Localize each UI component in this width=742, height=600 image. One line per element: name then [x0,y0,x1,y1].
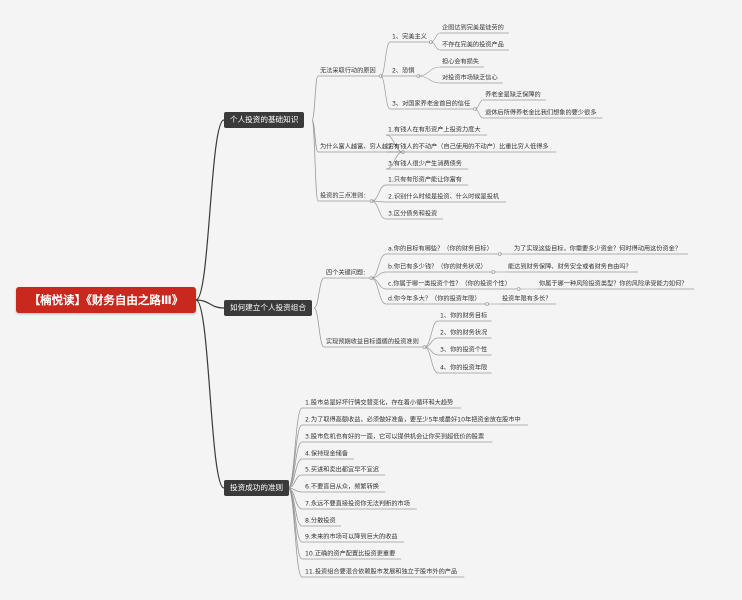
connector-line [371,184,387,202]
rule-item[interactable]: 9.未来的市场可以降到巨大的收益 [305,533,398,541]
leaf-item[interactable]: 担心会有损失 [442,58,480,66]
connector-line [311,75,319,121]
rule-item[interactable]: 11.投资组合要混合依赖股市发展和独立于股市外的产品 [305,568,458,576]
leaf-item[interactable]: 为了实现这些目标，你需要多少资金？何时得动用这份资金？ [514,245,682,253]
branch-topic-2[interactable]: 投资成功的准则 [224,480,290,496]
connector-line [424,320,439,348]
subtopic[interactable]: 为什么富人越富、穷人越穷? [320,143,398,151]
leaf-item[interactable]: 3.区分债务和投资 [388,210,438,218]
rule-item[interactable]: 6.不要盲目从众，频繁转换 [305,483,379,491]
connector-line [311,119,319,153]
branch-topic-0[interactable]: 个人投资的基础知识 [224,112,305,128]
connector-line [195,299,225,309]
connector-line [474,108,484,119]
leaf-item[interactable]: 养老金是缺乏保障的 [485,91,541,99]
subtopic-item[interactable]: 2、恐惧 [392,67,415,75]
subtopic-item[interactable]: 4、你的投资年限 [440,364,488,372]
rule-item[interactable]: 7.永远不要直接投资你无法判断的市场 [305,500,410,508]
leaf-item[interactable]: 不存在完美的投资产品 [442,41,504,49]
connector-line [287,474,303,489]
subtopic-item[interactable]: 2、你的财务状况 [440,329,488,337]
leaf-item[interactable]: 你属于哪一种风险投资类型？你的风险承受能力如何？ [539,280,688,288]
subtopic-item[interactable]: 3、对国家养老金首目的信任 [392,100,471,108]
leaf-item[interactable]: 1.有钱人在有形资产上投资力度大 [388,126,481,134]
connector-line [311,119,319,202]
subtopic-item[interactable]: b.你已有多少钱？（你的财务状况） [388,263,487,271]
connector-line [385,151,404,170]
leaf-item[interactable]: 2.识别什么时候是投资、什么时候是投机 [388,193,500,201]
connector-line [371,271,387,279]
connector-line [371,277,387,305]
leaf-item[interactable]: 对投资市场缺乏信心 [442,74,498,82]
connector-line [430,32,441,43]
rule-item[interactable]: 8.分散投资 [305,517,336,525]
subtopic-item[interactable]: 3、你的投资个性 [440,346,488,354]
subtopic-item[interactable]: 1、完美主义 [392,33,427,41]
subtopic[interactable]: 投资的三点准则: [320,192,366,200]
connector-line [287,424,303,489]
subtopic-item[interactable]: c.你属于哪一类投资个性？（你的投资个性） [388,280,511,288]
connector-line [287,487,303,578]
subtopic-item[interactable]: 1、你的财务目标 [440,312,488,320]
connector-line [424,346,439,374]
subtopic[interactable]: 无法采取行动的原因 [320,67,376,75]
rule-item[interactable]: 3.股市危机也有好的一面，它可以提供机会让你买到超低价的股票 [305,433,485,441]
connector-line [474,99,484,110]
branch-topic-1[interactable]: 如何建立个人投资组合 [224,300,312,316]
leaf-item[interactable]: 能达到财务保障、财务安全或者财务自由吗？ [508,263,632,271]
connector-line [430,41,441,51]
subtopic[interactable]: 四个关键问题: [326,269,366,277]
connector-line [313,277,325,309]
subtopic-item[interactable]: a.你的目标有哪些？（你的财务目标） [388,245,493,253]
leaf-item[interactable]: 2.有钱人的不动产（自己使用的不动产）比重比穷人低得多 [388,143,549,151]
leaf-item[interactable]: 投资年限有多长？ [502,295,552,303]
rule-item[interactable]: 1.股市总是好坏行情交替变化，存在着小循环和大趋势 [305,399,454,407]
leaf-item[interactable]: 企图达到完美是徒劳的 [442,24,504,32]
connector-line [287,458,303,489]
connector-line [313,307,325,348]
leaf-item[interactable]: 退休后所得养老金比我们想象的要少很多 [485,109,597,117]
subtopic-item[interactable]: d.你今年多大？（你的投资年限） [388,295,481,303]
connector-line [371,200,387,220]
connector-line [371,253,387,279]
subtopic[interactable]: 实现预期收益目标遵循的投资准则 [326,338,419,346]
connector-line [287,441,303,489]
rule-item[interactable]: 4.保持现金储备 [305,450,349,458]
connector-line [418,75,441,84]
rule-item[interactable]: 5.买进和卖出都宜早不宜迟 [305,466,379,474]
rule-item[interactable]: 10.正确的资产配置比投资更重要 [305,550,396,558]
rule-item[interactable]: 2.为了取得高额收益，必须做好准备，要至少5年或最好10年把资金放在股市中 [305,416,521,424]
leaf-item[interactable]: 1.只有有形资产能让你富有 [388,176,462,184]
connector-line [380,41,391,77]
connector-line [195,299,225,489]
connector-line [418,66,441,77]
root-topic[interactable]: 【楠悦读】《财务自由之路Ⅲ》 [16,287,196,313]
connector-line [195,119,225,301]
connector-line [424,337,439,348]
leaf-item[interactable]: 3.有钱人很少产生消费债务 [388,160,462,168]
connector-line [380,75,391,110]
connector-line [385,134,404,153]
